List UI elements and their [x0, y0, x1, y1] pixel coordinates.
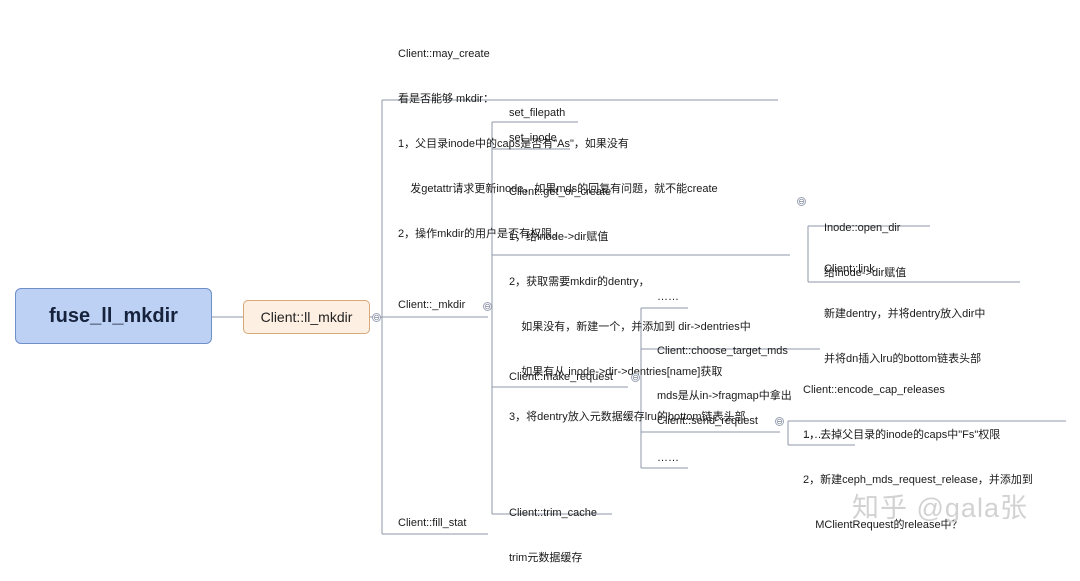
encode-cap-line: Client::encode_cap_releases: [803, 384, 945, 396]
may-create-line: Client::may_create: [398, 48, 490, 60]
connector-lines: [212, 99, 1066, 535]
get-or-create-line: 如果有从 inode->dir->dentries[name]获取: [509, 366, 723, 378]
trim-cache-line: trim元数据缓存: [509, 552, 583, 564]
topic-inode-open-dir[interactable]: Inode::open_dir 给inode->dir赋值: [824, 191, 906, 296]
get-or-create-line: 2，获取需要mkdir的dentry，: [509, 276, 650, 288]
topic-client-fill-stat[interactable]: Client::fill_stat: [398, 517, 467, 529]
topic-choose-target-mds[interactable]: Client::choose_target_mds mds是从in->fragm…: [657, 314, 792, 419]
topic-ellipsis[interactable]: ……: [657, 291, 679, 303]
get-or-create-line: Client::get_or_create: [509, 186, 612, 198]
may-create-line: 2，操作mkdir的用户是否有权限。: [398, 228, 564, 240]
topic-client-make-request[interactable]: Client::make_request: [509, 371, 613, 383]
trim-cache-line: Client::trim_cache: [509, 507, 598, 519]
topic-may-create[interactable]: Client::may_create 看是否能够 mkdir： 1，父目录ino…: [398, 17, 718, 257]
get-or-create-line: 3，将dentry放入元数据缓存lru的bottom链表头部: [509, 411, 746, 423]
topic-client-mkdir[interactable]: Client::_mkdir: [398, 299, 466, 311]
collapse-toggle-icon[interactable]: ⊖: [797, 197, 806, 206]
collapse-toggle-icon[interactable]: ⊖: [483, 302, 492, 311]
may-create-line: 发getattr请求更新inode，如果mds的回复有问题，就不能create: [398, 183, 718, 195]
choose-target-line: Client::choose_target_mds: [657, 345, 788, 357]
encode-cap-line: MClientRequest的release中？: [803, 519, 963, 531]
choose-target-line: mds是从in->fragmap中拿出: [657, 390, 792, 402]
topic-client-send-request[interactable]: Client::send_request: [657, 415, 758, 427]
link-line: 新建dentry，并将dentry放入dir中: [824, 308, 986, 320]
topic-encode-cap-releases[interactable]: Client::encode_cap_releases 1，去掉父目录的inod…: [803, 353, 1033, 548]
get-or-create-line: 如果没有，新建一个，并添加到 dir->dentries中: [509, 321, 751, 333]
may-create-line: 看是否能够 mkdir：: [398, 93, 494, 105]
topic-set-filepath[interactable]: set_filepath: [509, 107, 566, 119]
topic-set-inode[interactable]: set_inode: [509, 132, 557, 144]
may-create-line: 1，父目录inode中的caps是否有"As"，如果没有: [398, 138, 629, 150]
collapse-toggle-icon[interactable]: ⊖: [372, 313, 381, 322]
open-dir-line: 给inode->dir赋值: [824, 267, 907, 279]
encode-cap-line: 1，去掉父目录的inode的caps中"Fs"权限: [803, 429, 1001, 441]
topic-client-ll-mkdir[interactable]: Client::ll_mkdir: [243, 300, 370, 334]
collapse-toggle-icon[interactable]: ⊖: [631, 373, 640, 382]
link-line: Client::link: [824, 263, 875, 275]
watermark: 知乎 @gala张: [852, 493, 1028, 523]
collapse-toggle-icon[interactable]: ⊖: [775, 417, 784, 426]
open-dir-line: Inode::open_dir: [824, 222, 901, 234]
link-line: 并将dn插入lru的bottom链表头部: [824, 353, 982, 365]
topic-client-link[interactable]: Client::link 新建dentry，并将dentry放入dir中 并将d…: [824, 232, 985, 382]
root-topic-fuse-ll-mkdir[interactable]: fuse_ll_mkdir: [15, 288, 212, 344]
topic-client-trim-cache[interactable]: Client::trim_cache trim元数据缓存: [509, 476, 597, 581]
topic-ellipsis[interactable]: ……: [803, 429, 825, 441]
get-or-create-line: 1，给inode->dir赋值: [509, 231, 609, 243]
topic-get-or-create[interactable]: Client::get_or_create 1，给inode->dir赋值 2，…: [509, 155, 751, 440]
encode-cap-line: 2，新建ceph_mds_request_release，并添加到: [803, 474, 1033, 486]
topic-ellipsis[interactable]: ……: [657, 452, 679, 464]
